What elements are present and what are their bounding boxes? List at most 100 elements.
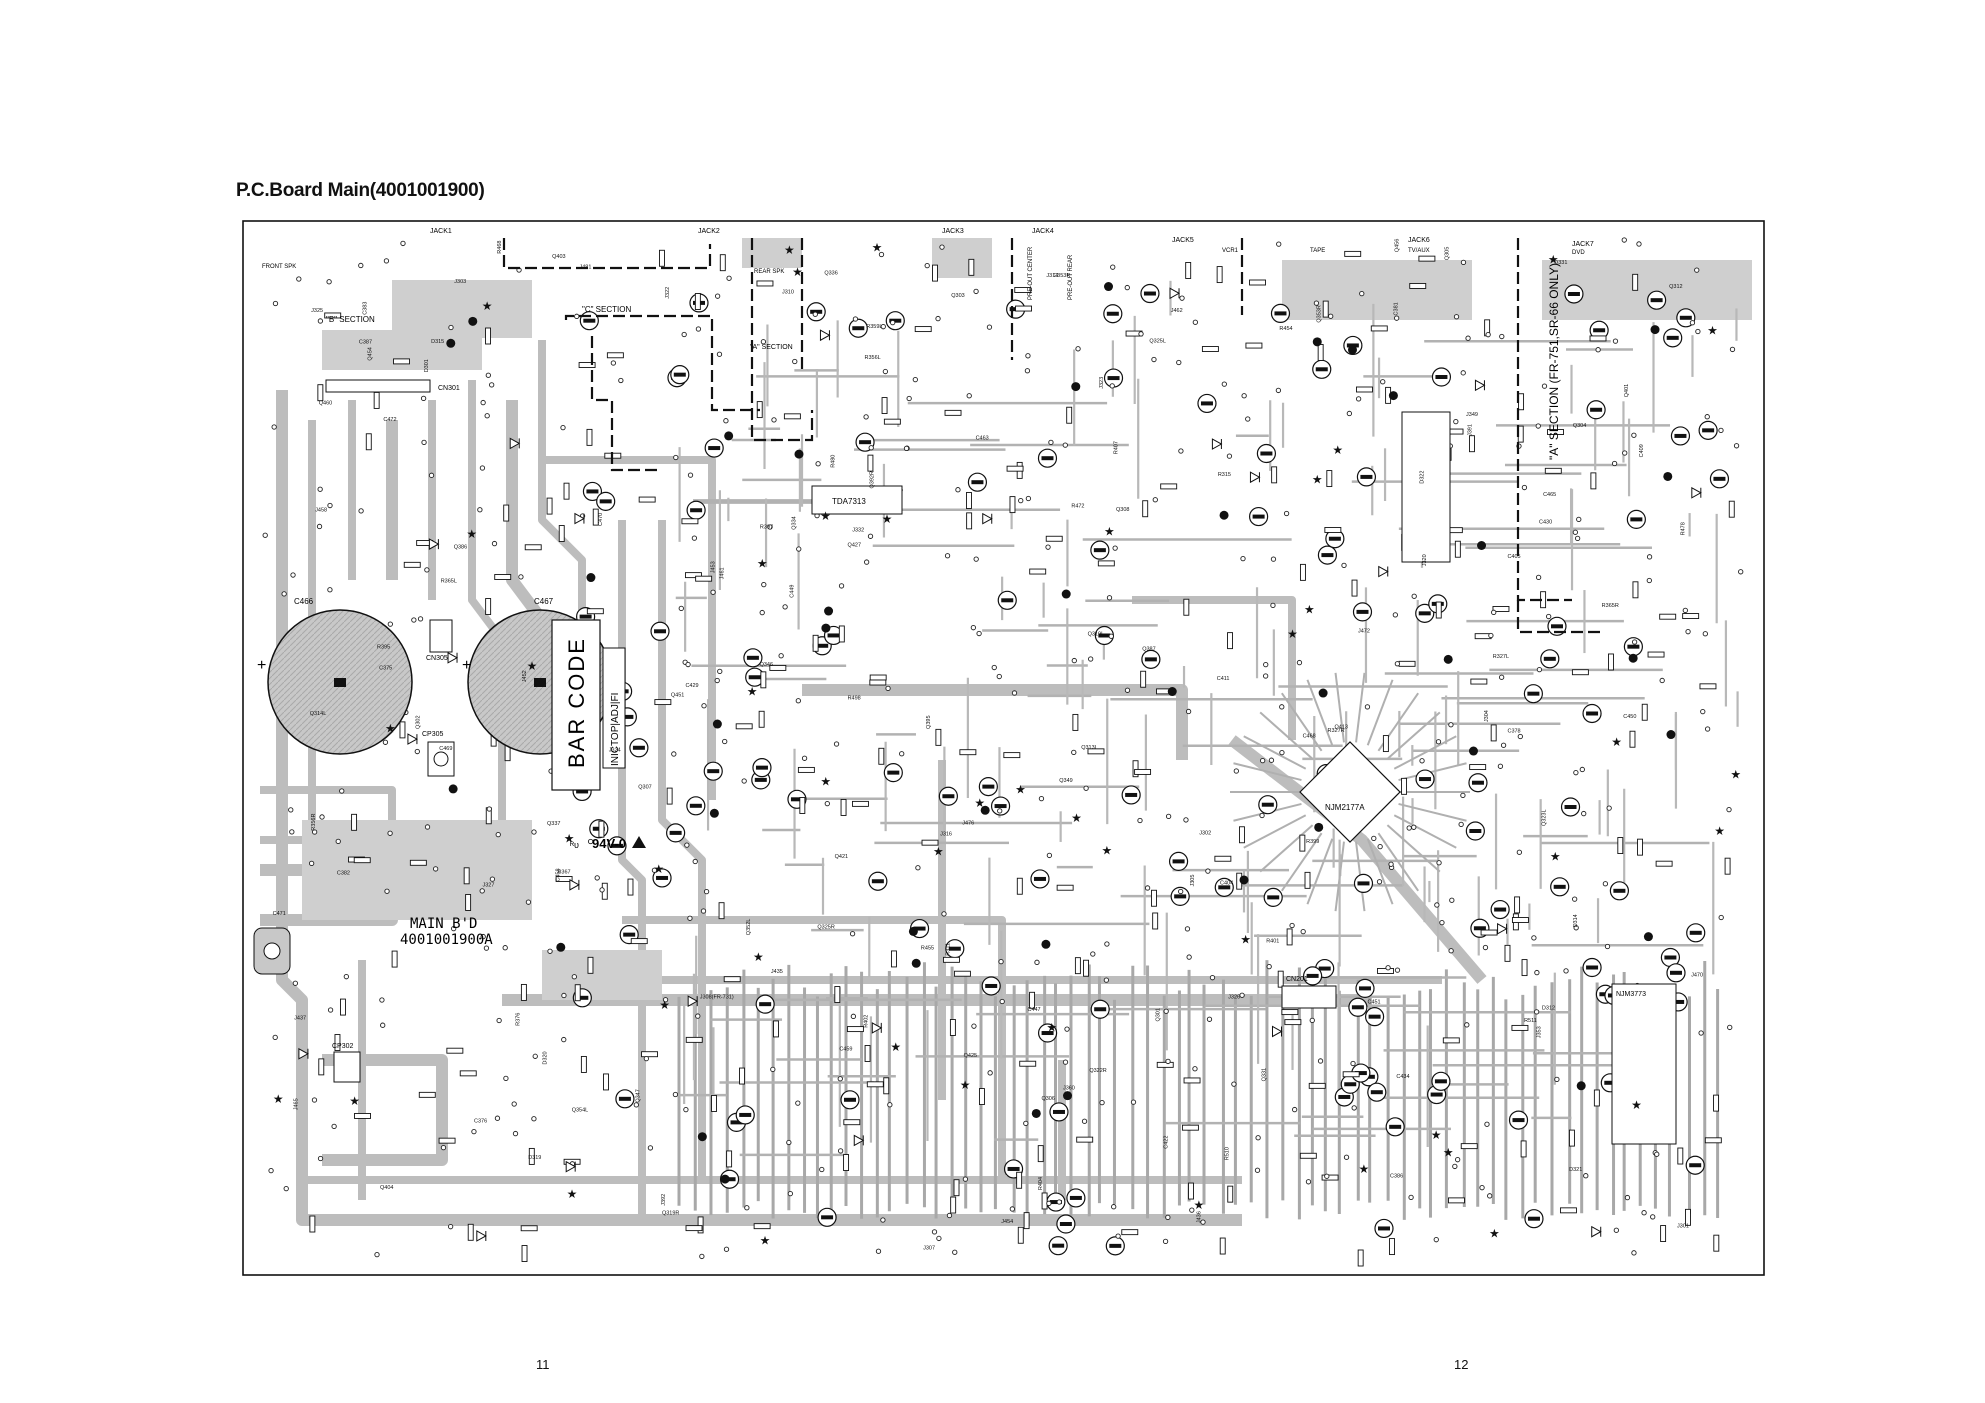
- component-label: Q331: [1262, 1068, 1268, 1081]
- star-icon: ★: [792, 265, 803, 279]
- star-icon: ★: [820, 509, 831, 523]
- star-icon: ★: [1071, 811, 1082, 825]
- star-icon: ★: [1193, 1198, 1204, 1212]
- section-c-label: "C" SECTION: [582, 305, 631, 314]
- component-label: Q425: [964, 1053, 977, 1059]
- component-label: J316: [940, 832, 952, 838]
- cn305-label: CN305: [426, 655, 448, 662]
- component-label: D301: [424, 359, 430, 372]
- component-label: R454: [1279, 326, 1292, 332]
- star-icon: ★: [933, 845, 944, 859]
- component-label: C378: [1507, 728, 1520, 734]
- component-label: R401: [1266, 938, 1279, 944]
- component-label: Q386: [454, 545, 467, 551]
- board-id-line1: MAIN B'D: [410, 916, 477, 932]
- pre-out-rear-label: PRE-OUT REAR: [1068, 254, 1074, 300]
- star-icon: ★: [1730, 767, 1741, 781]
- star-icon: ★: [1431, 1128, 1442, 1142]
- component-label: C430: [1539, 520, 1552, 526]
- component-label: Q306: [1041, 1096, 1054, 1102]
- component-label: Q353R: [1316, 305, 1322, 322]
- component-label: J470: [1691, 972, 1703, 978]
- star-icon: ★: [1548, 253, 1559, 267]
- star-icon: ★: [273, 1092, 284, 1106]
- component-label: C382: [337, 870, 350, 876]
- star-icon: ★: [757, 556, 768, 570]
- star-icon: ★: [1714, 824, 1725, 838]
- component-label: Q312: [1669, 284, 1682, 290]
- tv-aux-label: TV/AUX: [1408, 248, 1430, 254]
- connector-cn201: CN201: [1281, 976, 1337, 1009]
- star-icon: ★: [567, 1187, 578, 1201]
- star-icon: ★: [349, 1094, 360, 1108]
- component-label: J461: [719, 567, 725, 579]
- component-label: Q322R: [1089, 1068, 1106, 1074]
- component-label: D322: [1420, 471, 1426, 484]
- star-icon: ★: [482, 299, 493, 313]
- component-label: Q325R: [817, 925, 834, 931]
- c467-label: C467: [534, 597, 554, 606]
- component-label: C468: [1303, 733, 1316, 739]
- copper-traces: [260, 238, 1752, 1226]
- component-label: R468: [497, 241, 503, 254]
- capacitor-c466: C466: [267, 597, 413, 755]
- component-label: R397: [760, 525, 773, 531]
- jack2-label: JACK2: [698, 228, 720, 235]
- component-label: C470: [598, 513, 604, 526]
- component-label: C450: [1623, 714, 1636, 720]
- ul-flammability-mark: ᴿᴜ 94V-0: [570, 836, 646, 851]
- component-label: Q305: [1444, 247, 1450, 260]
- component-label: J302: [1199, 831, 1211, 837]
- component-label: J327: [482, 883, 494, 889]
- component-label: Q301: [1156, 1008, 1162, 1021]
- component-label: C465: [1543, 492, 1556, 498]
- star-icon: ★: [1489, 1226, 1500, 1240]
- star-icon: ★: [760, 1234, 771, 1248]
- component-label: C409: [1639, 444, 1645, 457]
- component-label: R365R: [1602, 603, 1619, 609]
- component-label: D320: [543, 1051, 549, 1064]
- component-label: D331: [1554, 260, 1567, 266]
- component-label: C411: [1217, 676, 1230, 682]
- component-label: J453: [710, 561, 716, 573]
- board-id-line2: 4001001900A: [400, 932, 493, 948]
- component-label: J324: [609, 748, 621, 754]
- component-label: C383: [363, 302, 369, 315]
- star-icon: ★: [1332, 443, 1343, 457]
- component-label: R359L: [866, 324, 882, 330]
- component-label: J310: [782, 289, 794, 295]
- component-label: J454: [1001, 1219, 1013, 1225]
- star-icon: ★: [1631, 1098, 1642, 1112]
- component-label: C449: [789, 585, 795, 598]
- component-label: J436: [1196, 1211, 1202, 1223]
- component-label: J308(FR-731): [700, 995, 734, 1001]
- jack3-label: JACK3: [942, 228, 964, 235]
- component-label: R327L: [1493, 654, 1509, 660]
- star-icon: ★: [960, 1078, 971, 1092]
- star-icon: ★: [527, 659, 538, 673]
- component-label: Q354L: [572, 1108, 589, 1114]
- star-markers: ★★★★★★★★★★★★★★★★★★★★★★★★★★★★★★★★★★★★★★★★…: [273, 240, 1741, 1247]
- ic-dip-right: [1401, 411, 1451, 563]
- component-label: J325: [311, 308, 323, 314]
- regulator-cp305: CP305: [422, 731, 455, 777]
- component-label: J322: [665, 287, 671, 299]
- warning-triangle-icon: [632, 836, 646, 848]
- bar-code-text: BAR CODE: [564, 637, 589, 768]
- component-label: Q460: [319, 400, 332, 406]
- star-icon: ★: [1611, 735, 1622, 749]
- page-number-left: 11: [536, 1357, 550, 1372]
- star-icon: ★: [1312, 473, 1323, 487]
- tape-label: TAPE: [1310, 248, 1325, 254]
- component-label: Q347: [636, 1089, 642, 1102]
- component-label: Q349: [1059, 778, 1072, 784]
- component-label: Q314L: [310, 711, 327, 717]
- component-label: R498: [848, 695, 861, 701]
- component-label: R478: [1681, 522, 1687, 535]
- component-label: C429: [685, 683, 698, 689]
- star-icon: ★: [1287, 627, 1298, 641]
- connector-cn305: CN305: [426, 619, 453, 662]
- star-icon: ★: [1104, 524, 1115, 538]
- section-a-label: "A" SECTION: [750, 344, 793, 351]
